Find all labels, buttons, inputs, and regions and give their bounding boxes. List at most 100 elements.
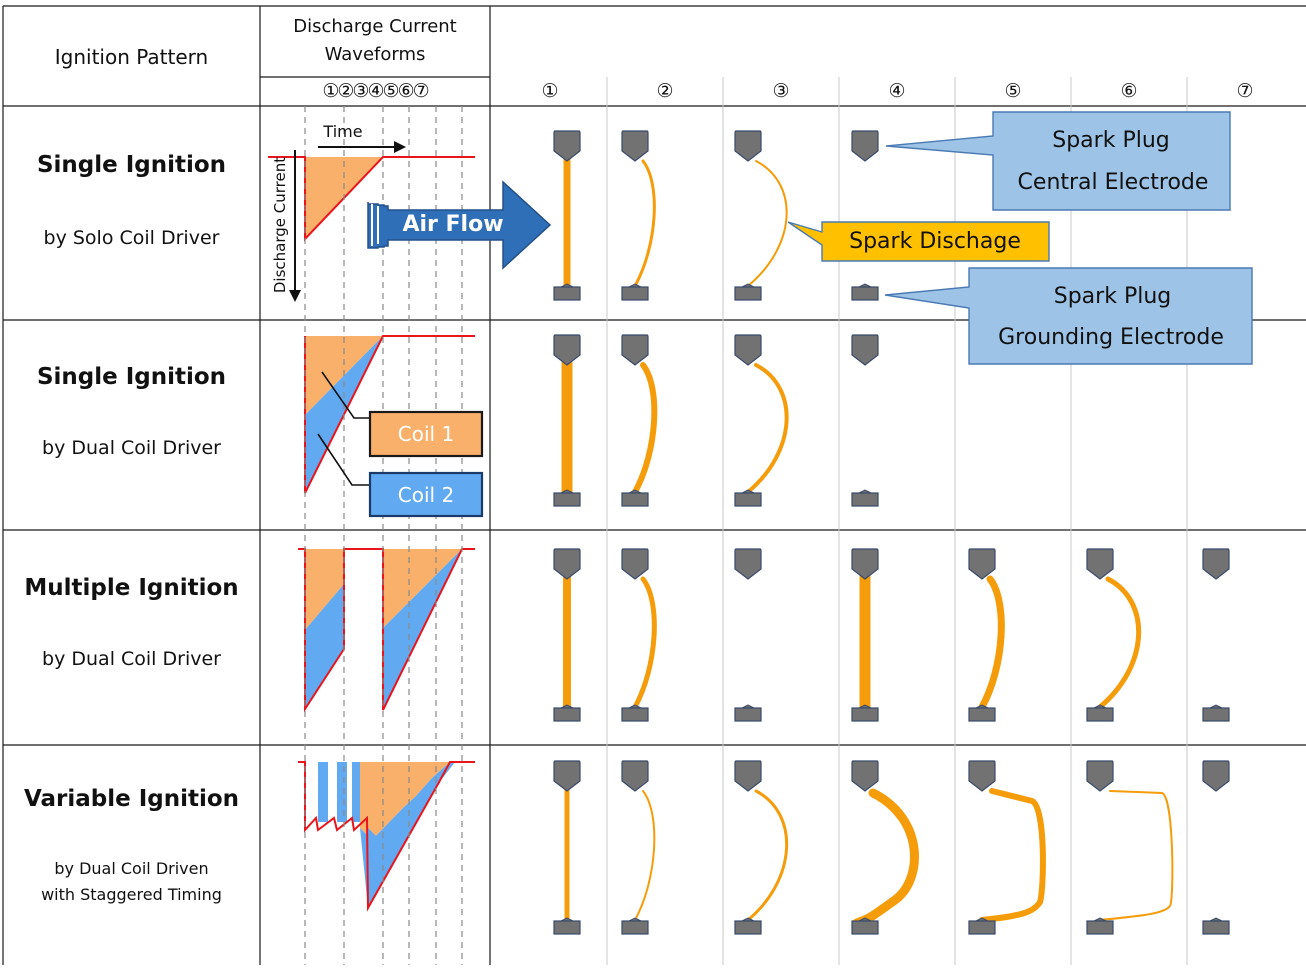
spark-r4-c4 [852,788,919,928]
column-marker-1: ① [541,80,559,102]
time-label: Time [323,122,363,141]
column-marker-5: ⑤ [1004,80,1022,102]
ground-electrode-r1-c1 [553,283,581,301]
table-grid [2,5,1306,965]
ground-electrode-r3-c5 [968,704,996,722]
air-flow-stripes [371,204,379,246]
central-electrode-r1-c2 [621,130,649,162]
ground-electrode-r1-c2 [621,283,649,301]
ground-electrode-callout [884,267,1253,365]
ground-electrode-r4-c3 [734,917,762,935]
ground-electrode-r2-c3 [734,489,762,507]
spark-r4-c6 [1099,790,1174,921]
coil-leaders [317,371,370,486]
ground-electrode-r2-c4 [851,489,879,507]
spark-r1-c2 [633,159,656,288]
current-label: Discharge Current [271,156,289,294]
ground-callout-line2: Grounding Electrode [998,325,1224,350]
ground-electrode-r3-c6 [1086,704,1114,722]
row4-subtitle-line1: by Dual Coil Driven [54,859,209,878]
central-electrode-r2-c3 [734,334,762,366]
air-flow-arrow [367,180,552,270]
wf-marker-4: ④ [367,80,384,102]
ground-electrode-r4-c5 [968,917,996,935]
ground-callout-line1: Spark Plug [1053,284,1172,309]
wf-marker-5: ⑤ [382,80,400,102]
column-marker-3: ③ [772,80,790,102]
row3-title: Multiple Ignition [24,575,239,601]
waveform-row4 [298,761,475,912]
central-electrode-r1-c3 [734,130,762,162]
central-electrode-r4-c6 [1086,760,1114,792]
row2-title: Single Ignition [36,364,227,390]
ground-electrode-r4-c7 [1202,917,1230,935]
central-electrode-callout [885,111,1231,211]
ground-electrode-r3-c2 [621,704,649,722]
row1-title: Single Ignition [36,152,227,178]
central-electrode-r3-c2 [621,548,649,580]
ground-electrode-r1-c3 [734,283,762,301]
row4-subtitle-line2: with Staggered Timing [41,885,222,904]
ground-electrode-r4-c4 [851,917,879,935]
spark-r3-c6 [1097,576,1141,710]
row3-subtitle: by Dual Coil Driver [42,648,221,670]
ground-electrode-r4-c1 [553,917,581,935]
wf-marker-7: ⑦ [412,80,430,102]
ground-electrode-r2-c2 [621,489,649,507]
ground-electrode-r3-c4 [851,704,879,722]
central-electrode-r4-c1 [553,760,581,792]
column-marker-6: ⑥ [1120,80,1138,102]
ground-electrode-r4-c6 [1086,917,1114,935]
central-electrode-r2-c2 [621,334,649,366]
ground-electrode-r3-c7 [1202,704,1230,722]
central-electrode-r3-c6 [1086,548,1114,580]
air-flow-label: Air Flow [402,212,504,237]
central-electrode-r3-c1 [553,548,581,580]
timing-guides [304,106,463,965]
central-electrode-r3-c4 [851,548,879,580]
central-electrode-r1-c1 [553,130,581,162]
waveform-row3 [298,548,475,713]
central-callout-line1: Spark Plug [1052,128,1170,153]
central-electrode-r2-c1 [553,334,581,366]
spark-r1-c3 [747,160,788,287]
row4-title: Variable Ignition [23,786,240,812]
current-arrow [289,150,301,302]
ground-electrode-r3-c3 [734,704,762,722]
central-electrode-r4-c5 [968,760,996,792]
spark-r4-c3 [746,789,788,922]
column-marker-7: ⑦ [1236,80,1254,102]
coil1-box [368,410,484,458]
central-electrode-r4-c7 [1202,760,1230,792]
spark-r2-c2 [632,362,658,495]
waveform-header-line1: Discharge Current [293,16,457,37]
wf-marker-3: ③ [352,80,369,102]
waveform-header-line2: Waveforms [324,44,426,65]
central-electrode-r3-c5 [968,548,996,580]
central-electrode-r1-c4 [851,130,879,162]
central-electrode-r3-c7 [1202,548,1230,580]
spark-r4-c5 [979,788,1046,923]
wf-marker-6: ⑥ [397,80,415,102]
ground-electrode-r2-c1 [553,489,581,507]
spark-r3-c2 [632,576,657,710]
coil2-box [368,471,484,518]
column-marker-4: ④ [888,80,906,102]
central-electrode-r4-c4 [851,760,879,792]
wf-marker-2: ② [337,80,354,102]
spark-group [561,155,1174,928]
spark-callout [787,221,1050,262]
central-electrode-r3-c3 [734,548,762,580]
ignition-pattern-header: Ignition Pattern [54,45,209,69]
spark-r4-c2 [634,790,656,921]
coil2-label: Coil 2 [397,483,455,507]
wf-marker-1: ① [322,80,339,102]
central-callout-line2: Central Electrode [1017,170,1209,195]
time-arrow [318,141,406,153]
spark-r3-c5 [978,575,1005,711]
spark-callout-label: Spark Dischage [849,229,1021,254]
spark-r2-c3 [746,363,789,494]
central-electrode-r4-c2 [621,760,649,792]
